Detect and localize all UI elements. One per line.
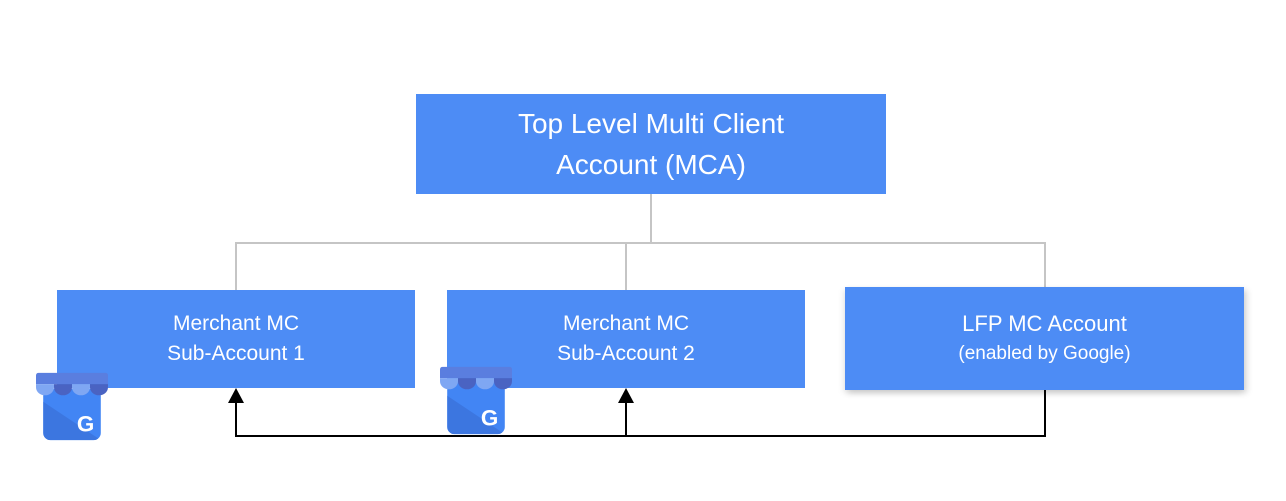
node-top-level-mca: Top Level Multi Client Account (MCA) xyxy=(416,94,886,194)
node-lfp-mc-account: LFP MC Account (enabled by Google) xyxy=(845,287,1244,390)
connector-drop-lfp xyxy=(1044,242,1046,287)
lfp-feed-horizontal-line xyxy=(235,435,1046,437)
node-merchant-sub-account-1: Merchant MC Sub-Account 1 xyxy=(57,290,415,388)
google-my-business-icon xyxy=(36,368,108,445)
connector-drop-sub2 xyxy=(625,242,627,290)
node-label-line1: Merchant MC xyxy=(172,312,300,335)
google-my-business-icon xyxy=(440,362,512,439)
connector-horizontal-rail xyxy=(235,242,1046,244)
arrowhead-into-sub2 xyxy=(618,388,634,403)
lfp-feed-vertical-line xyxy=(1044,390,1046,437)
lfp-feed-arrow-stem-sub1 xyxy=(235,402,237,436)
node-label-line2: Sub-Account 1 xyxy=(167,342,305,365)
arrowhead-into-sub1 xyxy=(228,388,244,403)
node-label-line1: LFP MC Account xyxy=(962,310,1127,336)
lfp-feed-arrow-stem-sub2 xyxy=(625,402,627,436)
node-label-line1: Merchant MC xyxy=(562,312,690,335)
node-label-line2: (enabled by Google) xyxy=(958,342,1131,364)
node-label-line1: Top Level Multi Client xyxy=(517,108,785,139)
node-label-line2: Sub-Account 2 xyxy=(557,342,695,365)
connector-drop-sub1 xyxy=(235,242,237,290)
node-label-line2: Account (MCA) xyxy=(556,149,746,180)
connector-root-stem xyxy=(650,194,652,243)
